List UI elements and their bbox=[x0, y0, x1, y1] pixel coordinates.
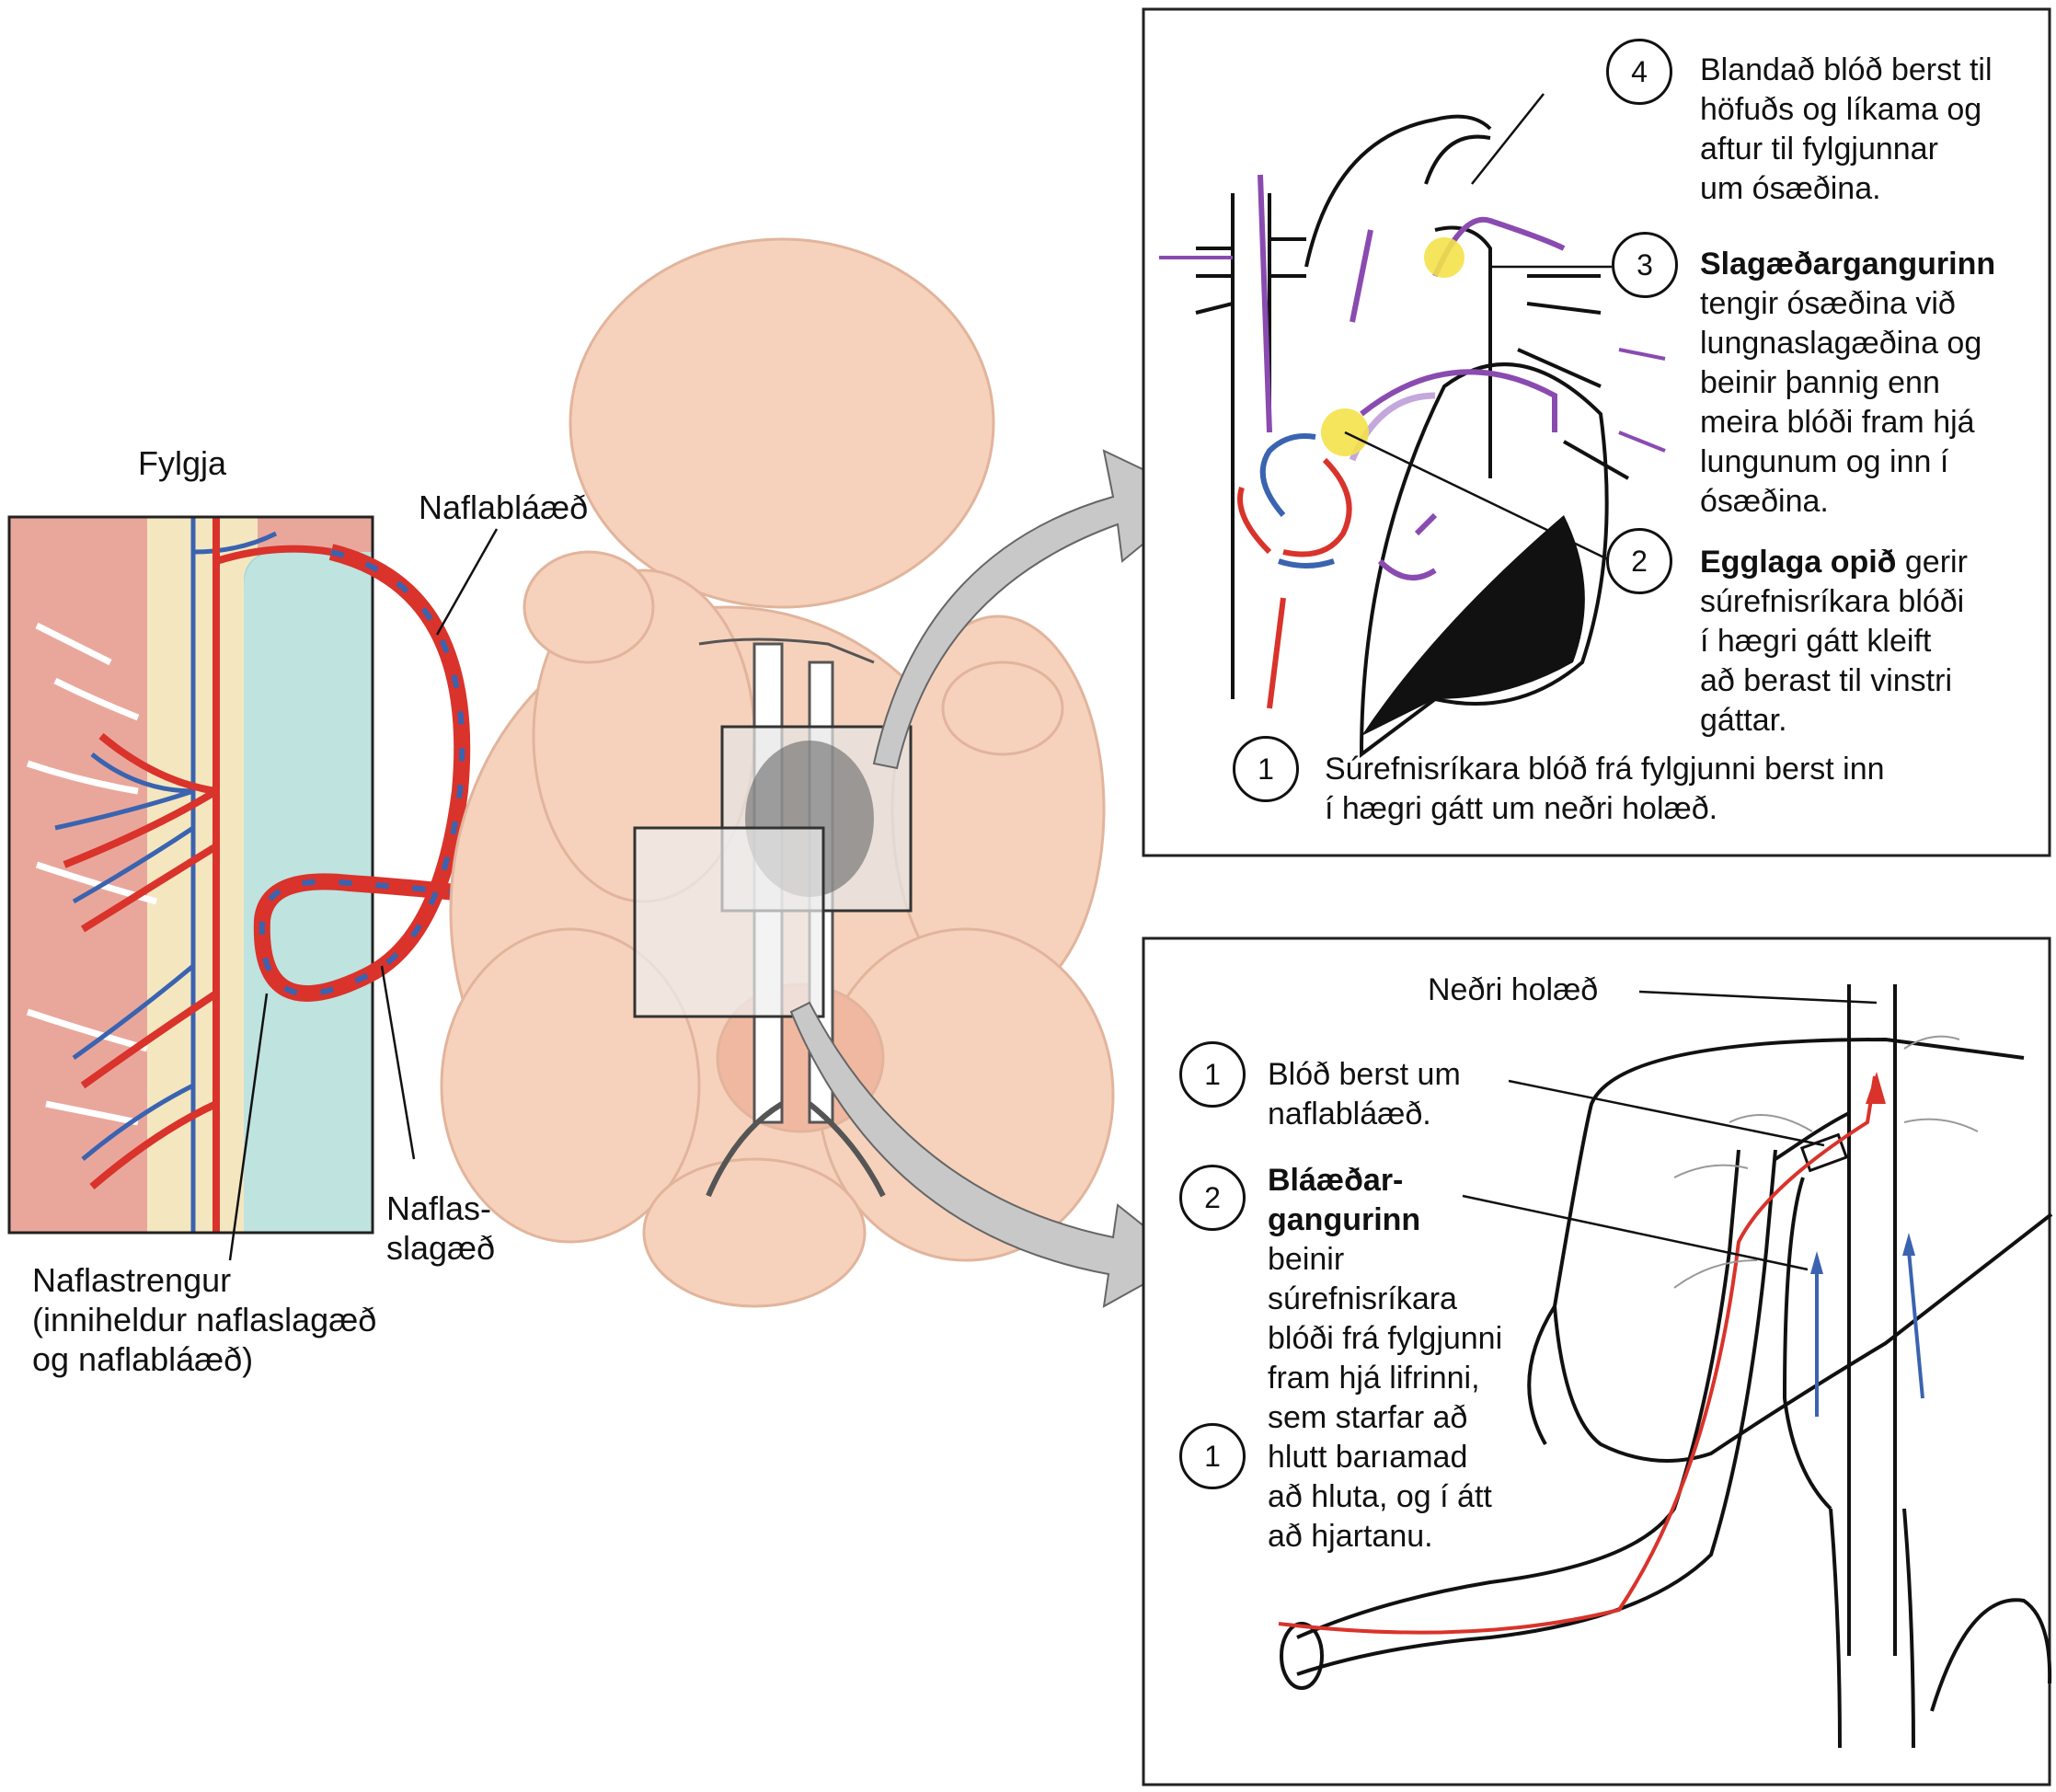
umbilical-arteries-label: Naflas- slagæð bbox=[386, 1189, 496, 1267]
heart-step-4-marker: 4 bbox=[1606, 39, 1672, 105]
heart-step-1-marker: 1 bbox=[1233, 736, 1299, 802]
heart-step-2-title-suffix: gerir bbox=[1896, 545, 1968, 580]
liver-step-2-title: Bláæðar- gangurinn bbox=[1268, 1163, 1421, 1237]
leader-lines bbox=[228, 528, 499, 1261]
heart-step-2-marker: 2 bbox=[1606, 528, 1672, 594]
liver-zoom-box bbox=[633, 826, 825, 1018]
heart-step-3-text: tengir ósæðina við lungnaslagæðina og be… bbox=[1700, 286, 1982, 519]
umbilical-cord-label: Naflastrengur (inniheldur naflaslagæð og… bbox=[32, 1261, 377, 1378]
heart-step-3-marker: 3 bbox=[1612, 232, 1678, 298]
placenta-cross-section bbox=[7, 515, 374, 1235]
heart-panel bbox=[1142, 7, 2051, 857]
heart-step-2-text: súrefnisríkara blóði í hægri gátt kleift… bbox=[1700, 584, 1965, 738]
liver-step-1a-text: Blóð berst um naflabláæð. bbox=[1268, 1057, 1461, 1131]
heart-step-1-text: Súrefnisríkara blóð frá fylgjunni berst … bbox=[1325, 752, 1885, 826]
liver-step-1a-marker: 1 bbox=[1179, 1041, 1246, 1108]
liver-step-1b-marker: 1 bbox=[1179, 1423, 1246, 1489]
heart-step-2-title: Egglaga opið bbox=[1700, 545, 1897, 580]
ivc-label: Neðri holæð bbox=[1428, 972, 1599, 1007]
heart-step-3-title: Slagæðargangurinn bbox=[1700, 247, 1996, 281]
liver-panel bbox=[1142, 936, 2053, 1786]
liver-step-2-text: beinir súrefnisríkara blóði frá fylgjunn… bbox=[1268, 1242, 1503, 1554]
heart-step-2-title-line: Egglaga opið gerir bbox=[1700, 543, 1968, 582]
umbilical-vein-label: Naflabláæð bbox=[419, 488, 589, 526]
liver-step-2-marker: 2 bbox=[1179, 1165, 1246, 1231]
heart-step-4-text: Blandað blóð berst til höfuðs og líkama … bbox=[1700, 52, 1993, 206]
placenta-label: Fylgja bbox=[138, 444, 227, 482]
